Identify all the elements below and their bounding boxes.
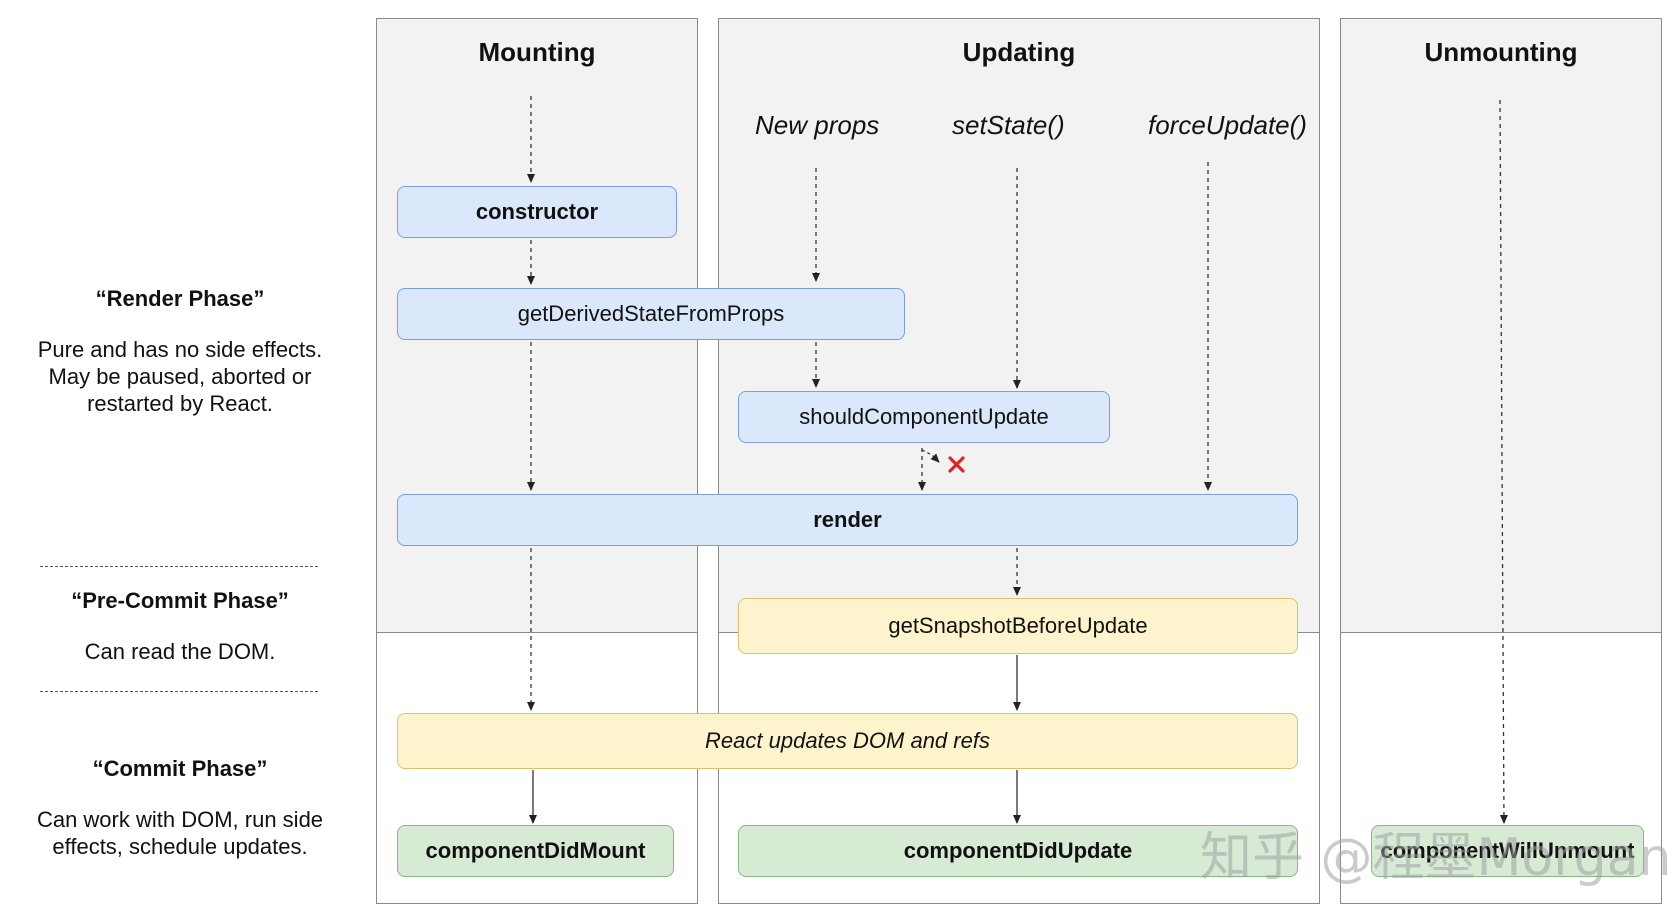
unmounting-column: Unmounting <box>1340 18 1662 904</box>
render-phase-title: “Render Phase” <box>95 286 265 311</box>
arrow-unmount-to-will-unmount <box>1499 99 1508 824</box>
precommit-phase-title: “Pre-Commit Phase” <box>71 588 289 613</box>
component-did-mount-box: componentDidMount <box>397 825 674 877</box>
get-snapshot-box: getSnapshotBeforeUpdate <box>738 598 1298 654</box>
commit-phase-desc: Can work with DOM, run side effects, sch… <box>36 807 324 859</box>
precommit-phase-note: “Pre-Commit Phase” Can read the DOM. <box>20 587 340 665</box>
render-phase-note: “Render Phase” Pure and has no side effe… <box>20 285 340 417</box>
precommit-phase-desc: Can read the DOM. <box>84 639 276 664</box>
component-did-update-box: componentDidUpdate <box>738 825 1298 877</box>
watermark: 知乎 @程墨Morgan <box>1200 828 1672 888</box>
component-will-unmount-box: componentWillUnmount <box>1371 825 1644 877</box>
abort-x-icon <box>948 456 965 473</box>
unmounting-title: Unmounting <box>1424 37 1578 67</box>
phase-divider-1 <box>40 566 318 567</box>
updating-title: Updating <box>962 37 1076 67</box>
get-derived-state-box: getDerivedStateFromProps <box>397 288 905 340</box>
arrow-should-update-abort <box>921 449 940 463</box>
commit-phase-title: “Commit Phase” <box>92 756 268 781</box>
trigger-set-state: setState() <box>952 110 1065 140</box>
render-box: render <box>397 494 1298 546</box>
react-updates-dom-box: React updates DOM and refs <box>397 713 1298 769</box>
mounting-title: Mounting <box>478 37 596 67</box>
commit-phase-note: “Commit Phase” Can work with DOM, run si… <box>20 755 340 860</box>
constructor-box: constructor <box>397 186 677 238</box>
should-component-update-box: shouldComponentUpdate <box>738 391 1110 443</box>
trigger-new-props: New props <box>755 110 880 140</box>
trigger-force-update: forceUpdate() <box>1148 110 1307 140</box>
phase-divider-2 <box>40 691 318 692</box>
render-phase-desc: Pure and has no side effects. May be pau… <box>37 337 323 416</box>
